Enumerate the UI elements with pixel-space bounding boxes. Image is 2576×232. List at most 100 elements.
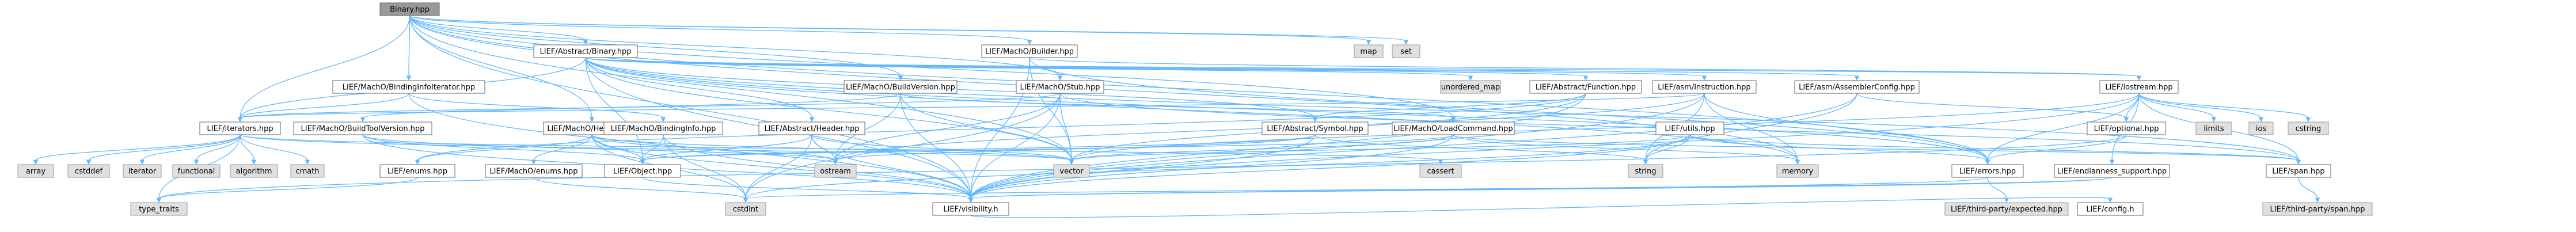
edge-arrowhead <box>1854 75 1860 81</box>
edge-binary-to-vector <box>409 15 1072 161</box>
node-binary[interactable]: Binary.hpp <box>379 2 440 16</box>
edge-abstract_binary-to-errors <box>585 57 1988 161</box>
node-object[interactable]: LIEF/Object.hpp <box>604 164 681 178</box>
edge-iterators-to-cmath <box>240 134 308 161</box>
edge-abstract_header-to-object <box>642 134 812 161</box>
node-label: LIEF/errors.hpp <box>1959 168 2016 176</box>
edge-binding_info-to-object <box>642 134 664 161</box>
node-label: LIEF/MachO/Stub.hpp <box>1020 83 1100 92</box>
edge-abstract_binary-to-memory <box>585 57 1798 161</box>
edge-arrowhead <box>2136 75 2142 81</box>
node-asm-config[interactable]: LIEF/asm/AssemblerConfig.hpp <box>1794 80 1920 94</box>
node-load-command[interactable]: LIEF/MachO/LoadCommand.hpp <box>1392 121 1515 135</box>
node-iterators[interactable]: LIEF/iterators.hpp <box>199 121 281 135</box>
node-abstract-binary[interactable]: LIEF/Abstract/Binary.hpp <box>533 44 638 58</box>
edge-arrowhead <box>86 159 92 165</box>
edge-asm_instruction-to-iterators <box>240 93 1705 119</box>
node-endianness[interactable]: LIEF/endianness_support.hpp <box>2054 164 2170 178</box>
node-set: set <box>1392 44 1420 58</box>
edge-arrowhead <box>1795 159 1800 165</box>
node-box <box>844 80 958 94</box>
node-box <box>379 2 440 16</box>
edge-stub-to-visibility <box>970 93 1061 199</box>
node-label: algorithm <box>236 168 272 176</box>
node-build-tool-version[interactable]: LIEF/MachO/BuildToolVersion.hpp <box>293 121 432 135</box>
node-macho-enums[interactable]: LIEF/MachO/enums.hpp <box>485 164 583 178</box>
node-optional[interactable]: LIEF/optional.hpp <box>2087 121 2166 135</box>
node-box <box>1419 164 1462 178</box>
node-label: LIEF/Object.hpp <box>613 168 672 176</box>
edge-arrowhead <box>2109 159 2115 165</box>
edge-arrowhead <box>2004 197 2009 203</box>
node-box <box>1392 44 1420 58</box>
edge-arrowhead <box>1468 75 1473 81</box>
node-visibility[interactable]: LIEF/visibility.h <box>932 202 1009 216</box>
edge-asm_config-to-optional <box>1856 93 2127 119</box>
node-label: Binary.hpp <box>390 6 430 14</box>
edge-utils-to-visibility <box>970 134 1690 199</box>
node-box <box>485 164 583 178</box>
node-stub[interactable]: LIEF/MachO/Stub.hpp <box>1016 80 1104 94</box>
node-box <box>1016 80 1104 94</box>
node-label: unordered_map <box>1441 83 1500 92</box>
node-memory: memory <box>1776 164 1819 178</box>
edge-macho_enums-to-cstdint <box>533 177 746 199</box>
edge-binding_iterator-to-iterators <box>240 93 409 119</box>
edge-arrowhead <box>1027 40 1032 45</box>
node-label: LIEF/Abstract/Function.hpp <box>1536 83 1636 92</box>
node-box <box>814 164 857 178</box>
node-utils[interactable]: LIEF/utils.hpp <box>1655 121 1724 135</box>
node-enums[interactable]: LIEF/enums.hpp <box>379 164 455 178</box>
node-abstract-header[interactable]: LIEF/Abstract/Header.hpp <box>758 121 865 135</box>
edge-symbol-to-string <box>1314 134 1646 161</box>
node-iostream-hpp[interactable]: LIEF/iostream.hpp <box>2099 80 2179 94</box>
edge-arrowhead <box>406 75 412 81</box>
edge-arrowhead <box>2211 117 2217 123</box>
node-label: type_traits <box>139 206 179 214</box>
node-symbol[interactable]: LIEF/Abstract/Symbol.hpp <box>1262 121 1369 135</box>
edge-optional-to-type_traits <box>158 134 2127 199</box>
node-label: vector <box>1059 168 1084 176</box>
edge-arrowhead <box>809 117 815 123</box>
node-box <box>725 202 766 216</box>
node-label: set <box>1400 48 1412 56</box>
edge-arrowhead <box>1403 40 1409 45</box>
edge-arrowhead <box>589 117 595 123</box>
node-label: cmath <box>295 168 319 176</box>
node-functional: functional <box>172 164 221 178</box>
node-function[interactable]: LIEF/Abstract/Function.hpp <box>1529 80 1642 94</box>
node-iterator: iterator <box>123 164 162 178</box>
node-asm-instruction[interactable]: LIEF/asm/Instruction.hpp <box>1652 80 1757 94</box>
node-box <box>123 164 162 178</box>
edge-arrowhead <box>1069 159 1074 165</box>
node-span[interactable]: LIEF/span.hpp <box>2266 164 2331 178</box>
edge-asm_config-to-string <box>1645 93 1857 161</box>
node-box <box>1262 121 1369 135</box>
node-box <box>1628 164 1663 178</box>
edge-arrowhead <box>1985 159 1990 165</box>
edge-binary-to-build_version <box>409 15 901 77</box>
edge-endianness-to-visibility <box>970 177 2113 199</box>
node-string: string <box>1628 164 1663 178</box>
node-box <box>1529 80 1642 94</box>
edge-binary-to-iterators <box>240 15 411 119</box>
node-binding-info[interactable]: LIEF/MachO/BindingInfo.hpp <box>603 121 723 135</box>
node-build-version[interactable]: LIEF/MachO/BuildVersion.hpp <box>844 80 958 94</box>
edge-errors-to-visibility <box>970 177 1988 199</box>
edge-arrowhead <box>583 40 588 45</box>
edge-endianness-to-cstdint <box>745 177 2113 199</box>
edge-errors-to-expected <box>1987 177 2007 199</box>
edge-iterators-to-iterator <box>142 134 241 161</box>
node-vector: vector <box>1053 164 1090 178</box>
node-binding-iterator[interactable]: LIEF/MachO/BindingInfoIterator.hpp <box>332 80 485 94</box>
node-config[interactable]: LIEF/config.h <box>2077 202 2144 216</box>
node-errors[interactable]: LIEF/errors.hpp <box>1951 164 2024 178</box>
node-macho-builder[interactable]: LIEF/MachO/Builder.hpp <box>981 44 1078 58</box>
edge-arrowhead <box>1366 40 1371 45</box>
edge-arrowhead <box>640 159 645 165</box>
edge-asm_instruction-to-visibility <box>970 93 1705 199</box>
edge-arrowhead <box>833 159 838 165</box>
edge-utils-to-span <box>1689 134 2299 161</box>
